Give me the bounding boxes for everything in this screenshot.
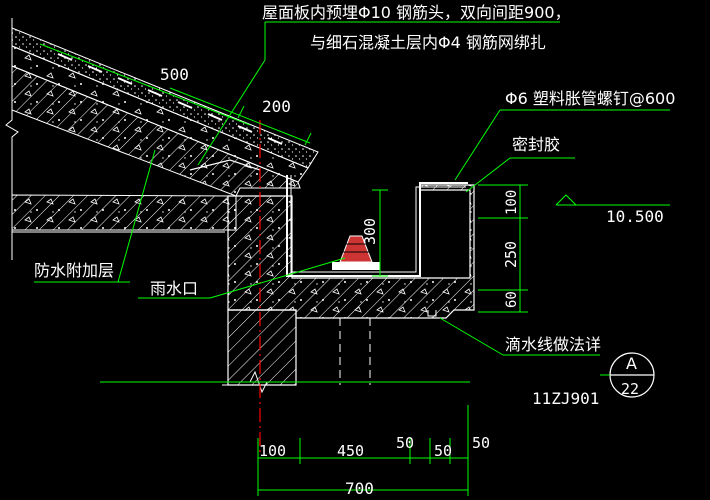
bottom-dim-50a: 50 bbox=[396, 434, 414, 452]
leader-lines bbox=[34, 21, 670, 383]
bottom-dim-700: 700 bbox=[345, 479, 374, 498]
note-top-line1: 屋面板内预埋Φ10 钢筋头，双向间距900， bbox=[262, 3, 571, 22]
right-vertical-dims bbox=[478, 184, 528, 313]
bottom-dim-450: 450 bbox=[337, 442, 364, 460]
note-waterproof-layer: 防水附加层 bbox=[34, 261, 114, 280]
dim-slope-500: 500 bbox=[160, 65, 189, 84]
elevation-mark bbox=[555, 194, 670, 206]
reference-page: 22 bbox=[621, 380, 639, 398]
dim-250-label: 250 bbox=[502, 241, 520, 268]
elevation-label: 10.500 bbox=[606, 207, 664, 226]
note-drip-detail: 滴水线做法详 bbox=[505, 335, 601, 354]
note-top-line2: 与细石混凝土层内Φ4 钢筋网绑扎 bbox=[310, 33, 546, 52]
slope-dimension bbox=[39, 43, 312, 146]
bottom-dims bbox=[257, 405, 469, 496]
bottom-dim-50b: 50 bbox=[434, 442, 452, 460]
dim-100-label: 100 bbox=[504, 190, 520, 215]
left-break-line bbox=[5, 18, 19, 260]
note-screw: Φ6 塑料胀管螺钉@600 bbox=[505, 89, 675, 108]
wall-below bbox=[100, 309, 470, 394]
note-rain-outlet: 雨水口 bbox=[150, 279, 198, 298]
ceiling-slab bbox=[11, 194, 237, 233]
dim-300-label: 300 bbox=[361, 218, 379, 245]
reference-atlas: 11ZJ901 bbox=[532, 389, 599, 408]
gutter-body bbox=[227, 175, 475, 319]
detail-reference bbox=[600, 352, 655, 398]
bottom-dim-100: 100 bbox=[259, 442, 286, 460]
dim-300 bbox=[372, 189, 388, 277]
note-sealant: 密封胶 bbox=[512, 135, 560, 154]
bottom-dim-50c: 50 bbox=[472, 434, 490, 452]
dim-60-label: 60 bbox=[504, 291, 520, 308]
dim-slope-200: 200 bbox=[262, 97, 291, 116]
reference-mark: A bbox=[626, 354, 637, 373]
